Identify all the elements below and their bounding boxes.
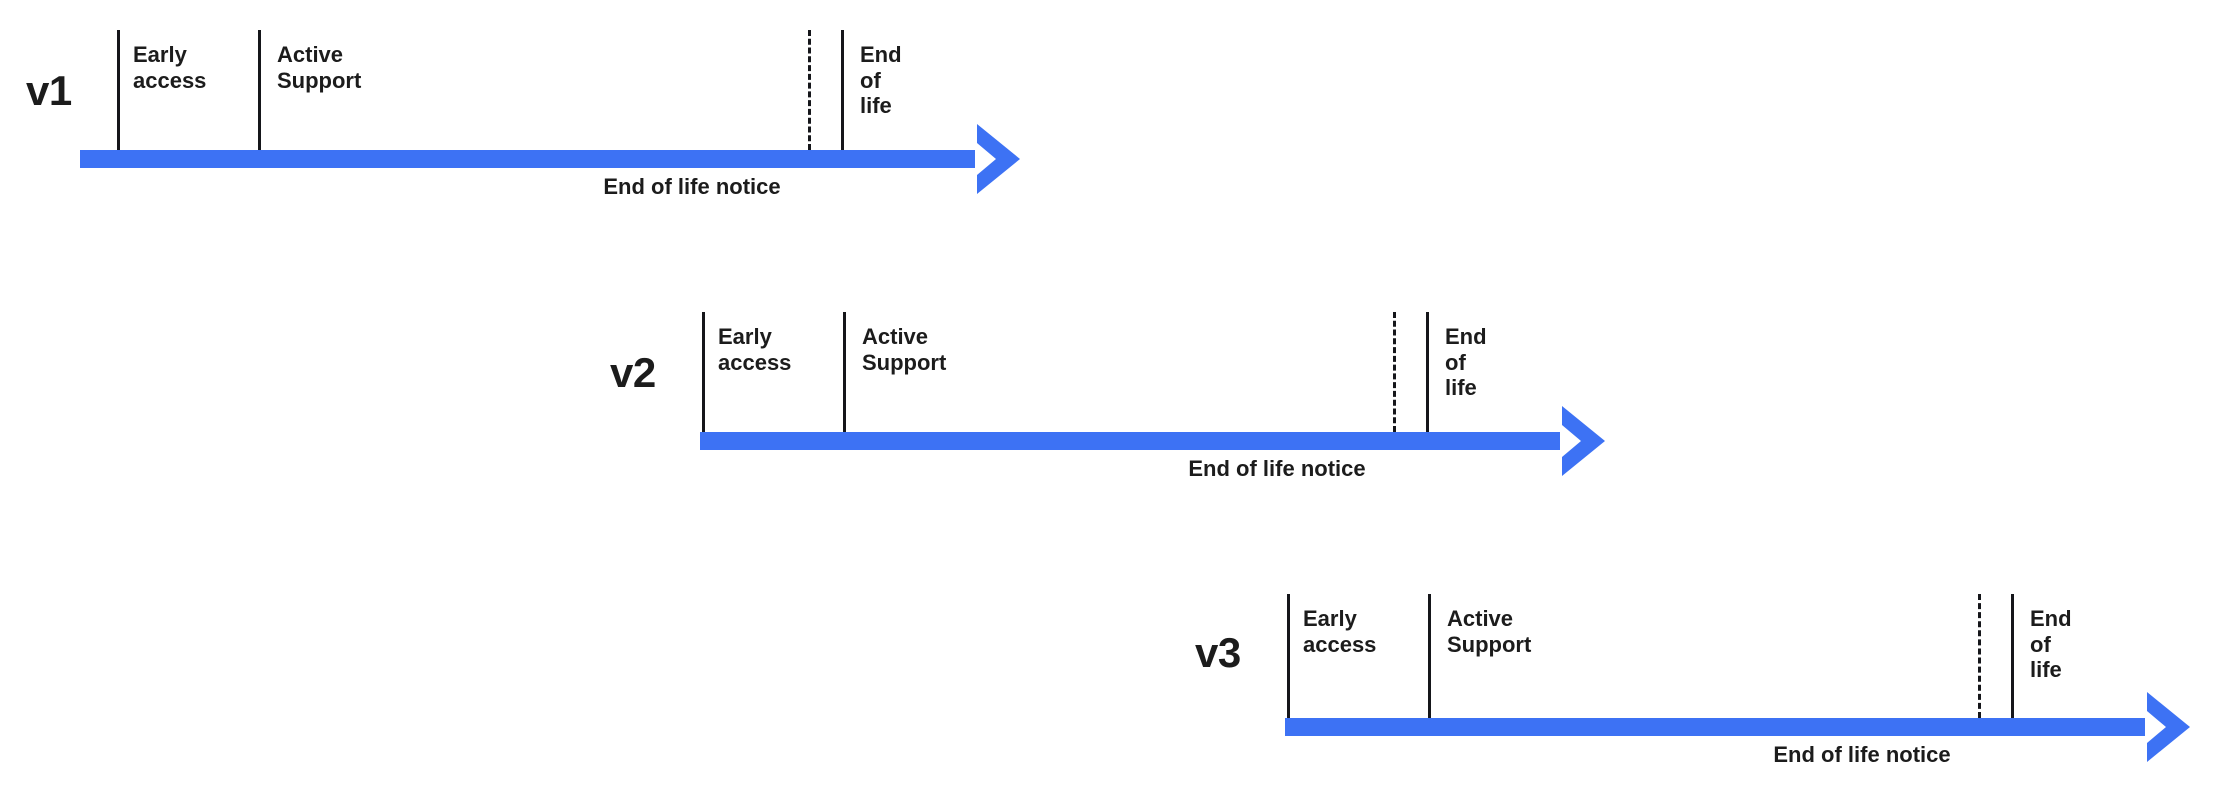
version-label-v3: v3 — [1195, 629, 1241, 676]
timeline-arrow-shaft — [80, 150, 975, 168]
divider-early-access-start — [1287, 594, 1290, 718]
phase-label-early-access: Early access — [1303, 606, 1377, 657]
timeline-arrow-shaft — [700, 432, 1560, 450]
end-of-life-notice-label: End of life notice — [1188, 456, 1366, 481]
divider-active-support-start — [1428, 594, 1431, 718]
phase-label-end-of-life: End of life — [2030, 606, 2072, 683]
divider-early-access-start — [702, 312, 705, 432]
phase-label-active-support: Active Support — [277, 42, 362, 93]
divider-end-of-life-notice — [808, 30, 811, 150]
timeline-arrow-head-icon — [1559, 403, 1605, 479]
divider-end-of-life-start — [841, 30, 844, 150]
phase-label-early-access: Early access — [718, 324, 792, 375]
phase-label-active-support: Active Support — [862, 324, 947, 375]
phase-label-end-of-life: End of life — [860, 42, 902, 119]
timeline-arrow-head-icon — [974, 121, 1020, 197]
timeline-arrow-head-icon — [2144, 689, 2190, 765]
version-label-v1: v1 — [26, 67, 72, 114]
divider-active-support-start — [258, 30, 261, 150]
divider-end-of-life-notice — [1393, 312, 1396, 432]
end-of-life-notice-label: End of life notice — [603, 174, 781, 199]
version-label-v2: v2 — [610, 349, 656, 396]
phase-label-early-access: Early access — [133, 42, 207, 93]
timeline-arrow-shaft — [1285, 718, 2145, 736]
divider-active-support-start — [843, 312, 846, 432]
phase-label-active-support: Active Support — [1447, 606, 1532, 657]
phase-label-end-of-life: End of life — [1445, 324, 1487, 401]
divider-end-of-life-notice — [1978, 594, 1981, 718]
divider-end-of-life-start — [1426, 312, 1429, 432]
divider-end-of-life-start — [2011, 594, 2014, 718]
divider-early-access-start — [117, 30, 120, 150]
end-of-life-notice-label: End of life notice — [1773, 742, 1951, 767]
